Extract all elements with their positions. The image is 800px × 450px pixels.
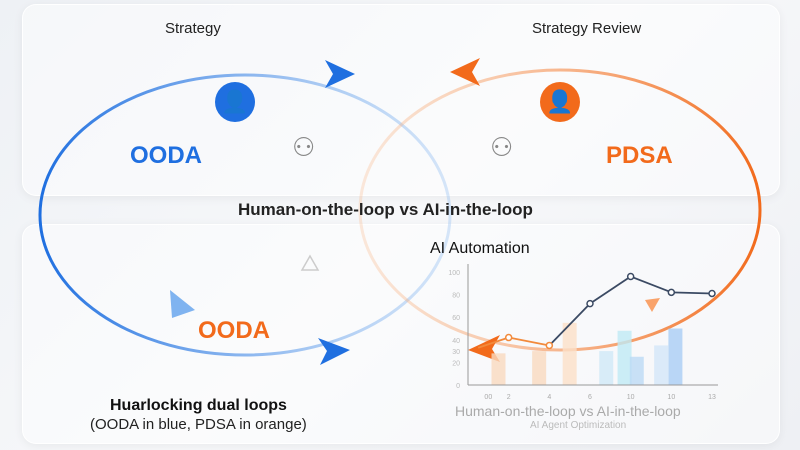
caption-title: Huarlocking dual loops	[110, 397, 287, 414]
blue-loop	[38, 73, 452, 357]
strategy-label: Strategy	[165, 20, 221, 37]
human-avatar-icon: 👤	[215, 82, 255, 122]
orange-arrow-icon	[450, 58, 480, 86]
y-tick-label: 0	[456, 383, 460, 390]
chart-point	[708, 289, 716, 298]
blue-arrow-icon	[325, 60, 355, 88]
person-desk-icon: ⚇	[490, 132, 514, 162]
blue-arrow-icon	[170, 290, 195, 318]
caption-subtitle: (OODA in blue, PDSA in orange)	[90, 416, 307, 433]
chart-bar	[491, 353, 506, 385]
chart-point	[504, 333, 513, 342]
y-tick-label: 40	[452, 338, 460, 345]
chart-line-segment	[630, 275, 672, 294]
chart-bar	[668, 328, 683, 385]
chart-point	[586, 299, 594, 308]
y-tick-label: 60	[452, 315, 460, 322]
chart-point	[667, 288, 676, 297]
top-panel	[22, 4, 780, 196]
x-tick-label: 00	[484, 394, 492, 401]
x-tick-label: 13	[708, 394, 716, 401]
chart-bar	[629, 356, 644, 385]
x-tick-label: 2	[507, 394, 511, 401]
strategy-review-label: Strategy Review	[532, 20, 642, 37]
x-tick-label: 6	[588, 394, 592, 401]
chart-line-segment	[548, 303, 591, 347]
orange-loop	[358, 68, 762, 352]
chart-line-segment	[477, 336, 509, 349]
chart-line-segment	[508, 336, 550, 347]
x-tick-label: 10	[667, 394, 675, 401]
pdsa-label: PDSA	[606, 142, 673, 169]
chart-bar	[562, 322, 577, 385]
orange-arrow-icon	[645, 298, 660, 312]
chart-subfooter: AI Agent Optimization	[530, 420, 627, 431]
y-tick-label: 30	[452, 349, 460, 356]
chart-bar	[599, 351, 614, 385]
chart-point	[545, 341, 554, 350]
chart-footer: Human-on-the-loop vs AI-in-the-loop	[455, 403, 681, 419]
ooda-bottom-label: OODA	[198, 317, 270, 344]
chart-title: AI Automation	[430, 240, 530, 257]
chart-bar	[617, 330, 632, 385]
chart-bar	[532, 351, 547, 385]
chart-point	[626, 272, 635, 281]
chart-bar	[654, 345, 669, 385]
ooda-top-label: OODA	[130, 142, 202, 169]
y-tick-label: 100	[448, 270, 460, 277]
y-tick-label: 80	[452, 293, 460, 300]
chart-line-segment	[589, 275, 632, 305]
ai-avatar-icon: 👤	[540, 82, 580, 122]
x-tick-label: 10	[627, 394, 635, 401]
y-tick-label: 20	[452, 360, 460, 367]
blue-arrow-icon	[318, 338, 350, 365]
x-tick-label: 4	[547, 394, 551, 401]
center-title: Human-on-the-loop vs AI-in-the-loop	[238, 200, 533, 219]
person-desk-icon: ⚇	[292, 132, 316, 162]
faint-triangle-icon	[300, 254, 320, 271]
chart-line-segment	[671, 291, 713, 295]
